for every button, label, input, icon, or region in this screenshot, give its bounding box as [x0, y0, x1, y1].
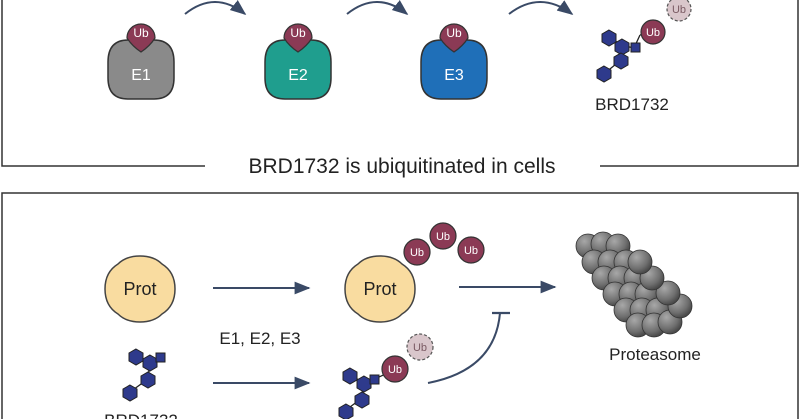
prot-substrate-shape [104, 255, 176, 323]
ub-chain-2 [429, 222, 457, 250]
enzymes-label: E1, E2, E3 [219, 329, 300, 348]
enzyme-e2-ub-pin [283, 23, 313, 53]
ub-faded-circle [666, 0, 692, 22]
enzyme-e3: E3 Ub [420, 23, 488, 100]
hexagon-sugar-g [354, 391, 370, 409]
square-sugar-b [369, 374, 380, 385]
ub-chain-1-label: Ub [410, 247, 424, 259]
square-sugar [630, 42, 641, 53]
enzyme-e3-label: E3 [444, 67, 464, 84]
hexagon-sugar-4 [596, 65, 612, 83]
ub-chain-3-label: Ub [464, 245, 478, 257]
top-panel-border [1, 0, 799, 167]
enzyme-e1-ub-pin [126, 23, 156, 53]
curved-arrow-e3-brd [508, 0, 574, 15]
inhibition-curve [427, 312, 501, 384]
square-sugar-a [155, 352, 166, 363]
brd1732-molecule-top: Ub Ub [596, 0, 692, 83]
hexagon-sugar-b [142, 354, 158, 372]
ub-circle-label: Ub [646, 27, 660, 39]
ub-chain-3 [457, 236, 485, 264]
brd1732-label-bottom: BRD1732 [104, 411, 178, 419]
enzyme-e1-body [107, 39, 175, 100]
prot-product-label: Prot [363, 279, 396, 299]
enzyme-e2: E2 Ub [264, 23, 332, 100]
brd1732-molecule-free [122, 348, 166, 402]
proteasome-label: Proteasome [609, 345, 701, 364]
bottom-panel: Prot E1, E2, E3 Prot Ub Ub Ub [1, 192, 799, 419]
hexagon-sugar-3 [613, 52, 629, 70]
ub-circle [640, 19, 666, 45]
prot-product-shape [344, 255, 416, 323]
hexagon-sugar-c [140, 371, 156, 389]
hexagon-sugar-f [356, 375, 372, 393]
enzyme-e2-body [264, 39, 332, 100]
enzyme-e3-ub-label: Ub [446, 26, 462, 40]
hexagon-sugar-d [122, 384, 138, 402]
brd1732-label-top: BRD1732 [595, 95, 669, 114]
enzyme-e3-body [420, 39, 488, 100]
ub-molecule-circle [381, 355, 409, 383]
enzyme-e2-label: E2 [288, 67, 308, 84]
hexagon-sugar-1 [601, 29, 617, 47]
prot-product: Prot Ub Ub Ub [344, 222, 485, 323]
proteasome [575, 231, 693, 338]
enzyme-e1-label: E1 [131, 67, 151, 84]
enzyme-e1: E1 Ub [107, 23, 175, 100]
hexagon-sugar-a [128, 348, 144, 366]
curved-arrow-e1-e2 [184, 0, 247, 15]
ub-faded-label: Ub [672, 4, 686, 16]
divider-caption: BRD1732 is ubiquitinated in cells [248, 155, 555, 178]
enzyme-e3-ub-pin [439, 23, 469, 53]
hexagon-sugar-h [338, 403, 354, 419]
bottom-panel-border [1, 192, 799, 419]
ub-molecule-faded-label: Ub [413, 342, 427, 354]
top-panel: E1 Ub E2 Ub E3 Ub [1, 0, 799, 167]
ub-chain-1 [403, 238, 431, 266]
enzyme-e2-ub-label: Ub [290, 26, 306, 40]
prot-substrate: Prot [104, 255, 176, 323]
prot-substrate-label: Prot [123, 279, 156, 299]
curved-arrow-e2-e3 [346, 0, 409, 15]
hexagon-sugar-e [342, 367, 358, 385]
ub-molecule-label: Ub [388, 364, 402, 376]
enzyme-e1-ub-label: Ub [133, 26, 149, 40]
ub-molecule-faded-circle [406, 333, 434, 361]
brd1732-molecule-ubiquitinated: Ub Ub [338, 333, 434, 419]
ub-chain-2-label: Ub [436, 231, 450, 243]
hexagon-sugar-2 [614, 38, 630, 56]
